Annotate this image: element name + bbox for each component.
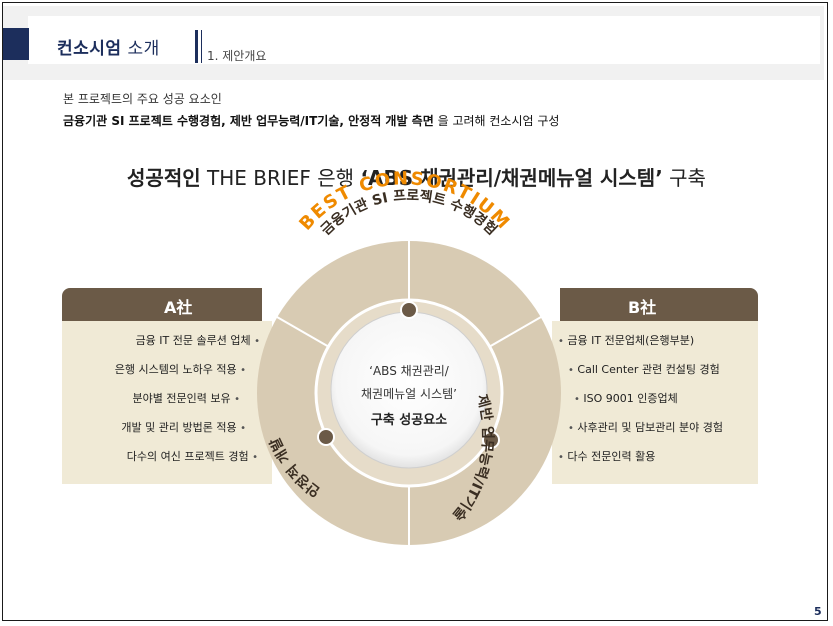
connector-dot-left (317, 428, 335, 446)
list-item: 금융 IT 전문 솔루션 업체 • (135, 334, 260, 347)
bullet-icon: • (240, 423, 246, 434)
bullet-icon: • (574, 394, 580, 405)
page-title-rest: 소개 (127, 39, 160, 59)
headline-system: ‘ABS 채권관리/채권메뉴얼 시스템’ (360, 166, 663, 190)
company-a-list: 금융 IT 전문 솔루션 업체 • 은행 시스템의 노하우 적용 • 분야별 전… (62, 332, 262, 477)
bullet-icon: • (252, 452, 258, 463)
title-divider-thick (195, 30, 198, 63)
bullet-icon: • (558, 452, 564, 463)
list-item: • 사후관리 및 담보관리 분야 경험 (568, 421, 723, 434)
page-title-bold: 컨소시엄 (57, 39, 122, 59)
list-item: 다수의 여신 프로젝트 경험 • (126, 450, 258, 463)
header-accent-block (3, 28, 29, 60)
headline-tail: 구축 (669, 166, 706, 190)
company-a-header: A社 (62, 288, 262, 321)
list-item: • 다수 전문인력 활용 (558, 450, 656, 463)
connector-dot-top (400, 301, 418, 319)
list-item: 은행 시스템의 노하우 적용 • (114, 363, 246, 376)
list-item: • 금융 IT 전문업체(은행부분) (558, 334, 695, 347)
center-line-1: ‘ABS 채권관리/ (369, 364, 450, 378)
header-area (28, 16, 820, 64)
company-b-list: • 금융 IT 전문업체(은행부분) • Call Center 관련 컨설팅 … (556, 332, 756, 477)
company-b-name: B社 (628, 298, 657, 317)
intro-text: 본 프로젝트의 주요 성공 요소인 (63, 92, 222, 106)
bullet-icon: • (240, 365, 246, 376)
list-item: • ISO 9001 인증업체 (574, 392, 678, 405)
headline-middle: THE BRIEF 은행 (207, 166, 355, 190)
bullet-icon: • (234, 394, 240, 405)
list-item: • Call Center 관련 컨설팅 경험 (568, 363, 720, 376)
page-title: 컨소시엄 소개 (57, 34, 160, 59)
company-a-list-background (62, 321, 272, 484)
list-item: 분야별 전문인력 보유 • (132, 392, 240, 405)
headline-lead: 성공적인 (127, 166, 201, 190)
center-line-3: 구축 성공요소 (371, 412, 447, 428)
company-a-name: A社 (164, 298, 193, 317)
headline: 성공적인 THE BRIEF 은행 ‘ABS 채권관리/채권메뉴얼 시스템’ 구… (0, 162, 833, 191)
summary-text: 금융기관 SI 프로젝트 수행경험, 제반 업무능력/IT기술, 안정적 개발 … (63, 112, 559, 129)
center-line-2: 채권메뉴얼 시스템’ (361, 387, 457, 401)
section-subtitle: 1. 제안개요 (207, 49, 267, 63)
bullet-icon: • (254, 336, 260, 347)
bullet-icon: • (568, 423, 574, 434)
page-number: 5 (814, 605, 822, 618)
company-b-list-background (552, 321, 758, 484)
summary-rest: 을 고려해 컨소시엄 구성 (437, 114, 560, 128)
connector-dot-right (482, 431, 500, 449)
title-divider-thin (201, 30, 202, 63)
bullet-icon: • (568, 365, 574, 376)
bullet-icon: • (558, 336, 564, 347)
summary-factors: 금융기관 SI 프로젝트 수행경험, 제반 업무능력/IT기술, 안정적 개발 … (63, 114, 434, 128)
company-b-header: B社 (560, 288, 758, 321)
list-item: 개발 및 관리 방법론 적용 • (121, 421, 246, 434)
